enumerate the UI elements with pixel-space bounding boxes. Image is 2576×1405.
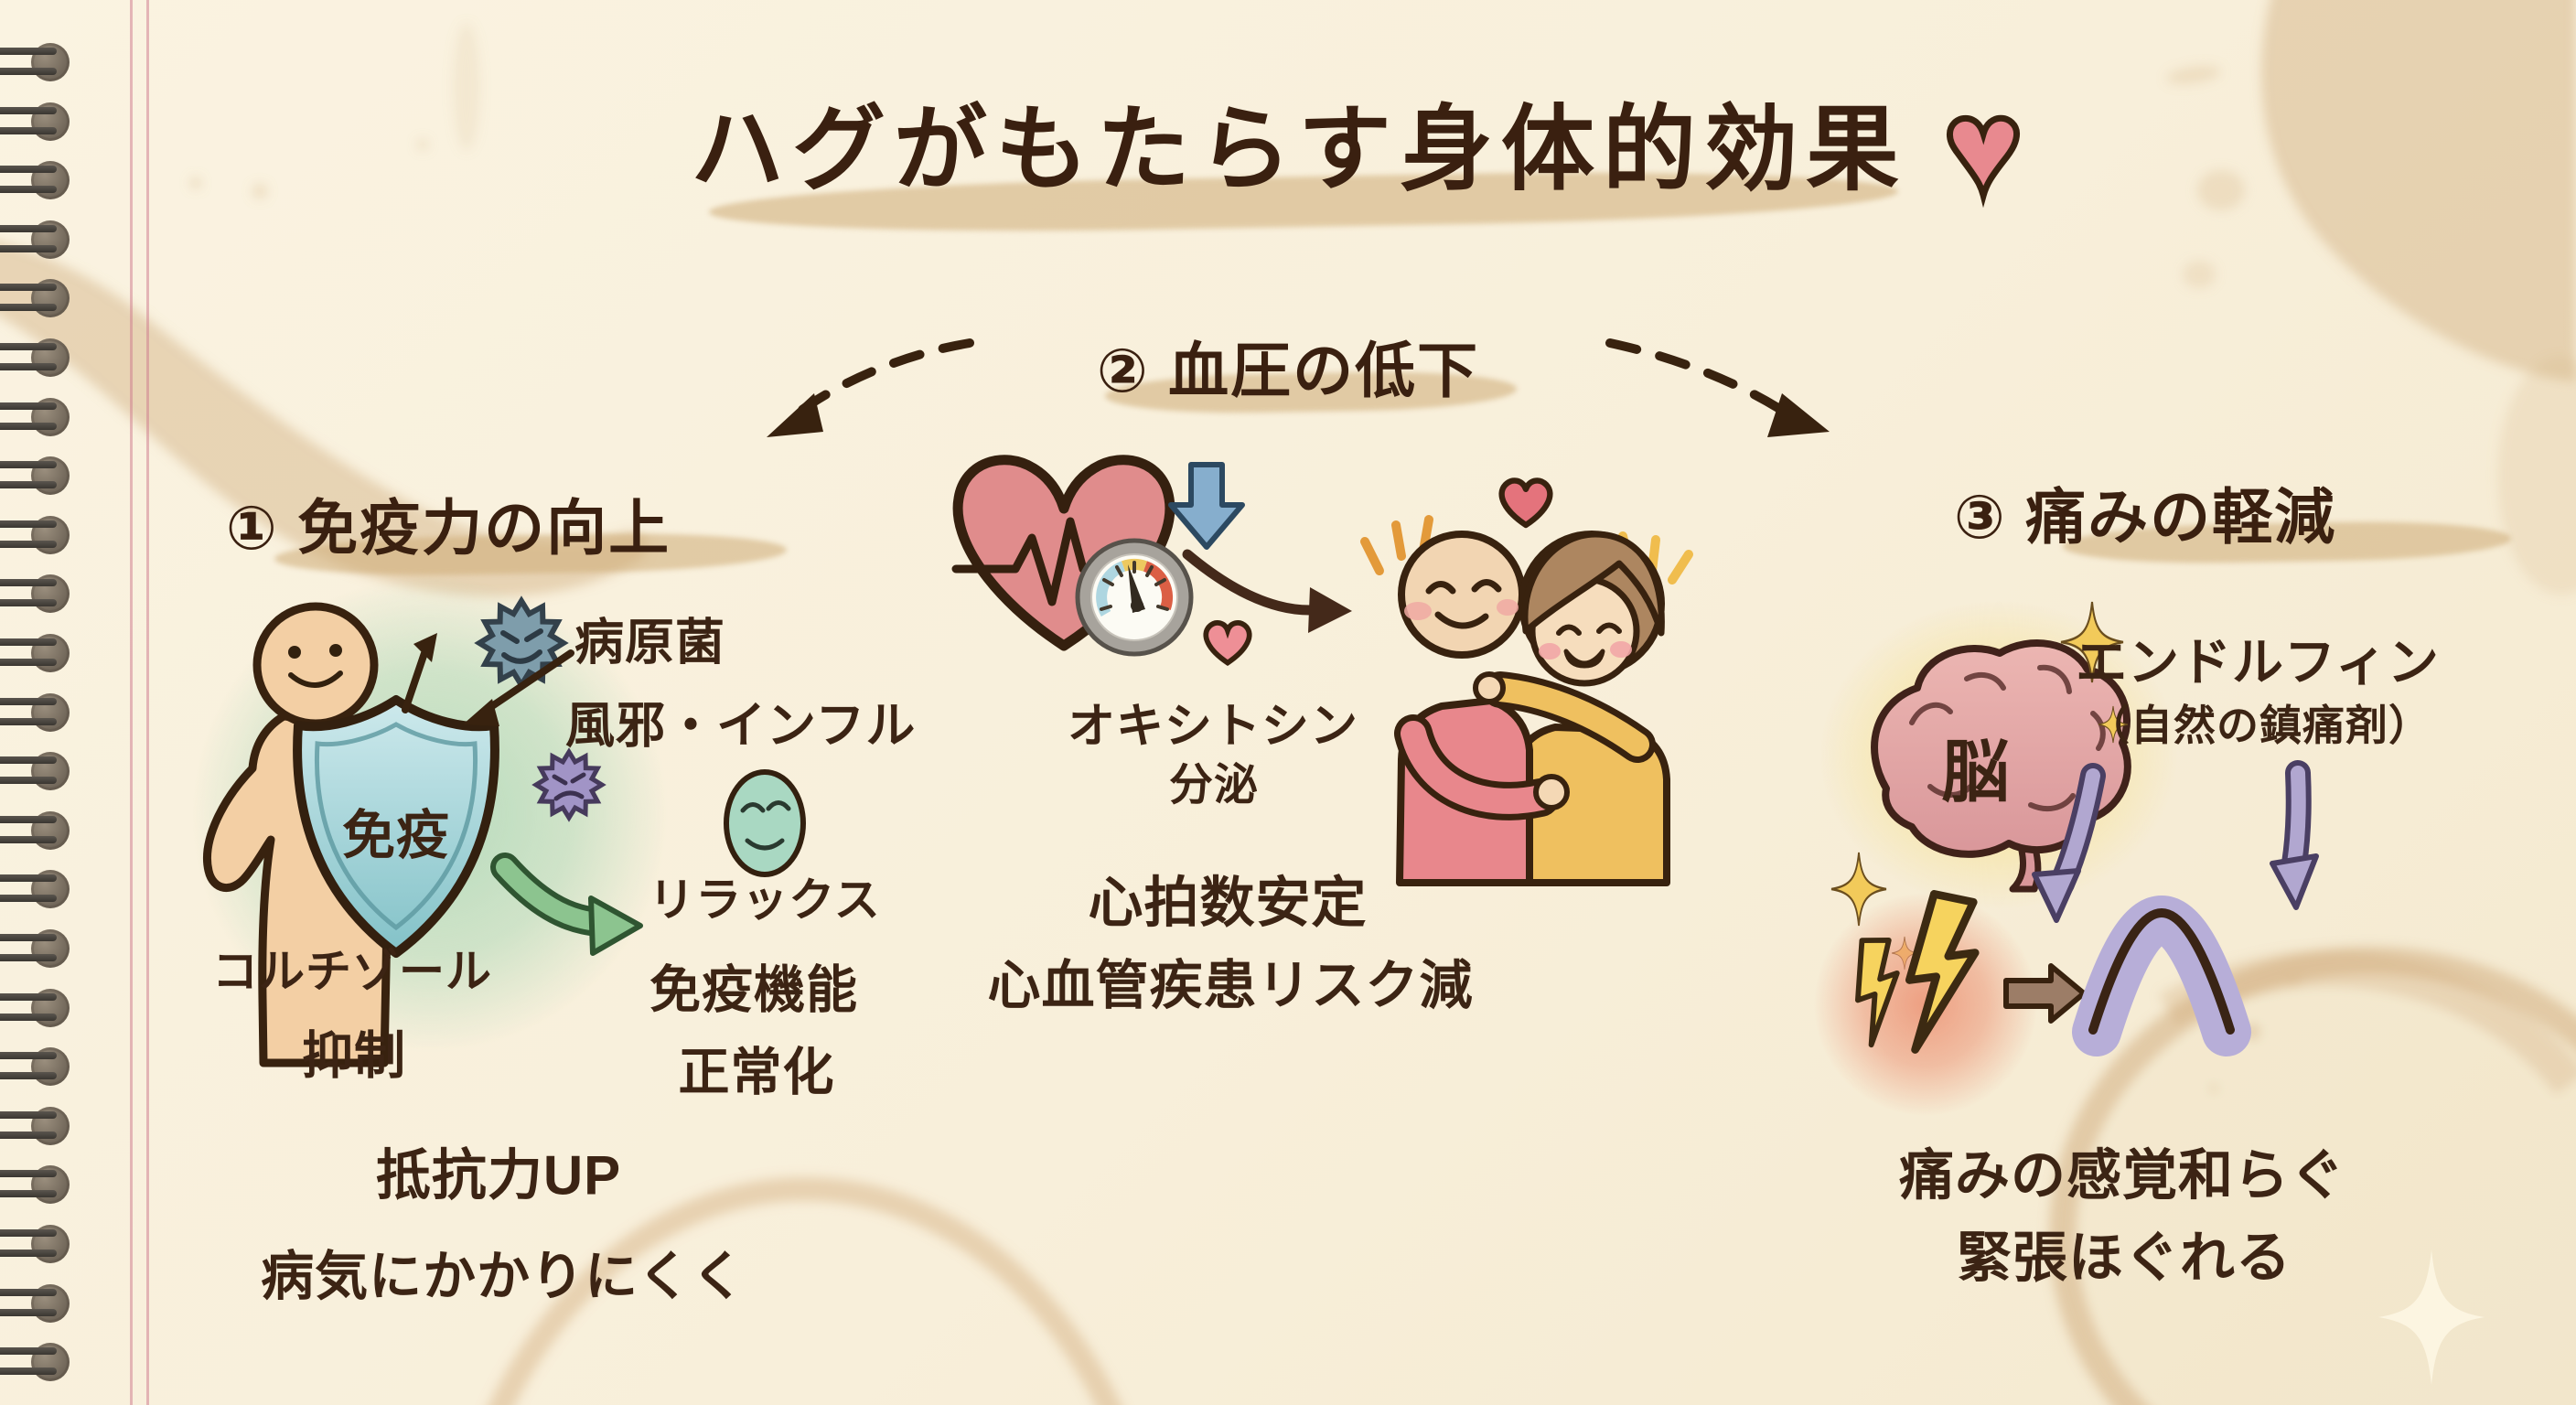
immunity-shield-icon (293, 695, 499, 958)
blood-pressure-gauge-icon (1075, 538, 1194, 657)
cream-sparkle-icon (2378, 1249, 2485, 1385)
green-arrow-icon (490, 853, 643, 956)
hugging-couple-illustration (1360, 480, 1693, 886)
brain-icon (1871, 639, 2131, 893)
brown-right-arrow-icon (2003, 963, 2087, 1024)
dashed-arrow-right (1605, 338, 1830, 437)
notebook-margin-line (130, 0, 133, 1405)
calm-bell-curve-icon (2072, 895, 2251, 1056)
relaxed-face-icon (724, 769, 806, 877)
purple-arrow-right (2270, 760, 2319, 910)
notebook-margin-line (146, 0, 149, 1405)
curved-arrow-icon (1182, 549, 1352, 633)
blue-down-arrow-icon (1168, 462, 1245, 550)
purple-arrow-left (2032, 763, 2106, 923)
lightning-icons (1854, 890, 1980, 1054)
small-heart-icon (1206, 623, 1249, 663)
dashed-arrow-left (767, 338, 974, 437)
bounce-arrows (402, 633, 574, 726)
germ-icons (479, 601, 602, 818)
